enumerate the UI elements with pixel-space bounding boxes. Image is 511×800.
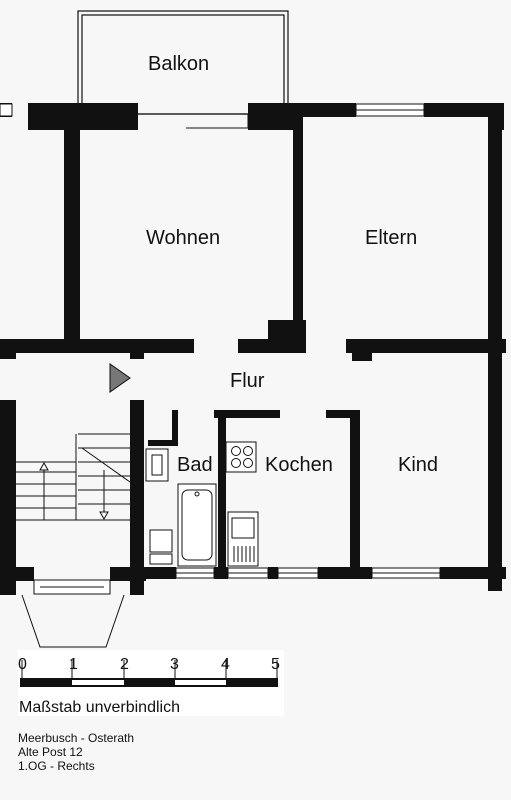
scale-tick-label: 1 — [69, 656, 78, 673]
scale-tick-label: 5 — [271, 656, 280, 673]
scale-bar — [18, 650, 284, 716]
scale-tick-label: 4 — [221, 656, 230, 673]
entry-arrow-icon — [109, 363, 131, 393]
scale-tick-label: 2 — [120, 656, 129, 673]
room-label-hall: Flur — [230, 370, 265, 392]
window-sills — [40, 109, 440, 588]
address-line-floor: 1.OG - Rechts — [18, 759, 95, 773]
oven-icon — [227, 511, 259, 567]
room-label-kitchen: Kochen — [265, 454, 333, 476]
stove-icon — [225, 441, 257, 473]
scale-tick-label: 3 — [170, 656, 179, 673]
room-label-child: Kind — [398, 454, 439, 476]
walls — [0, 103, 506, 595]
balcony-door — [138, 113, 249, 129]
address-line-street: Alte Post 12 — [18, 745, 83, 759]
room-label-bath: Bad — [177, 454, 213, 476]
kitchen-fixtures — [225, 441, 259, 567]
room-label-balcony: Balkon — [148, 53, 210, 75]
scale-tick-label: 0 — [18, 656, 27, 673]
bath-fixtures — [145, 448, 217, 567]
room-label-parents: Eltern — [365, 227, 418, 249]
toilet-icon — [149, 529, 173, 553]
staircase — [16, 433, 131, 521]
room-label-living: Wohnen — [146, 227, 221, 249]
bathtub-icon — [177, 483, 217, 567]
scale-caption: Maßstab unverbindlich — [19, 699, 180, 716]
entrance-canopy — [21, 594, 125, 648]
address-line-city: Meerbusch - Osterath — [18, 731, 135, 745]
washbasin-icon — [145, 448, 169, 482]
